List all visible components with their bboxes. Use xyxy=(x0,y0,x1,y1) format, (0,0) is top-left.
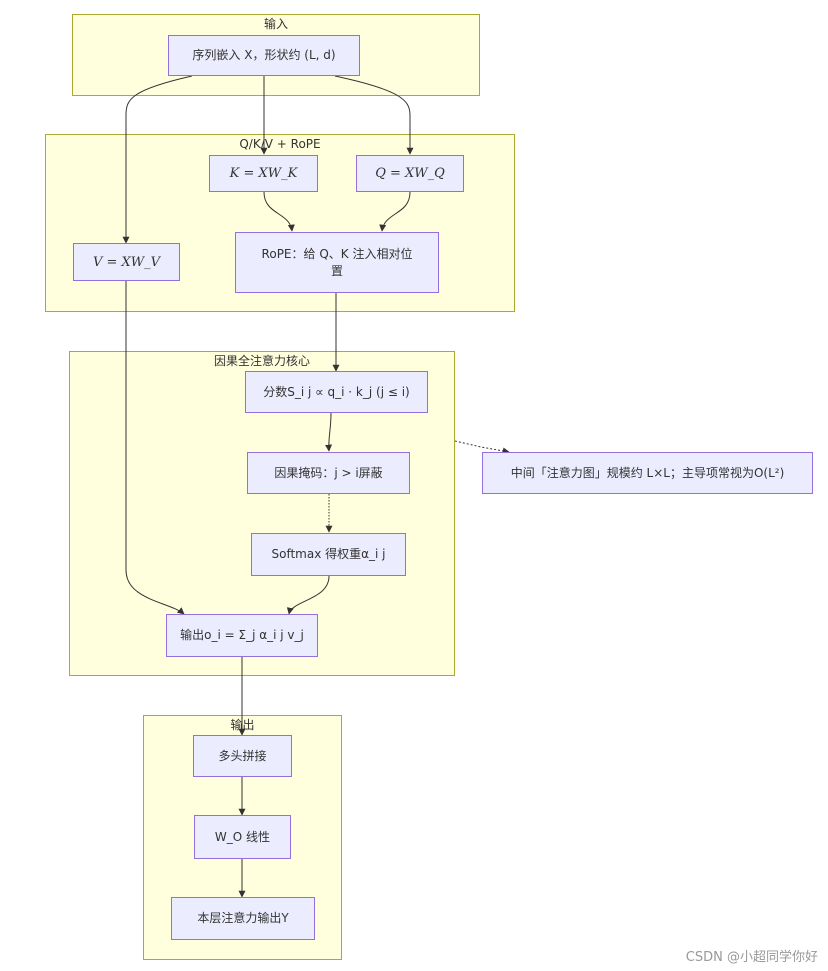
node-causal-mask: 因果掩码：j > i屏蔽 xyxy=(247,452,410,494)
node-seq-embedding: 序列嵌入 X，形状约 (L, d) xyxy=(168,35,360,76)
node-output-oi-label: 输出o_i = Σ_j α_i j v_j xyxy=(180,628,304,642)
node-k: K = XW_K xyxy=(209,155,318,192)
node-multihead-concat: 多头拼接 xyxy=(193,735,292,777)
node-rope: RoPE：给 Q、K 注入相对位置 xyxy=(235,232,439,293)
node-multihead-concat-label: 多头拼接 xyxy=(218,748,267,763)
node-q: Q = XW_Q xyxy=(356,155,464,192)
node-attention-map-note: 中间「注意力图」规模约 L×L；主导项常视为O(L²) xyxy=(482,452,813,494)
node-wo-linear: W_O 线性 xyxy=(194,815,291,859)
node-softmax-label: Softmax 得权重α_i j xyxy=(271,547,386,561)
edge-mask-to-note xyxy=(454,440,510,455)
node-score-label: 分数S_i j ∝ q_i · k_j (j ≤ i) xyxy=(263,384,410,399)
node-q-label: Q = XW_Q xyxy=(375,166,445,181)
node-final-output-label: 本层注意力输出Y xyxy=(197,911,289,925)
node-output-oi: 输出o_i = Σ_j α_i j v_j xyxy=(166,614,318,657)
node-attention-map-note-label: 中间「注意力图」规模约 L×L；主导项常视为O(L²) xyxy=(510,465,785,480)
node-seq-embedding-label: 序列嵌入 X，形状约 (L, d) xyxy=(192,48,336,62)
node-k-label: K = XW_K xyxy=(229,166,298,181)
node-wo-linear-label: W_O 线性 xyxy=(214,829,271,844)
watermark: CSDN @小超同学你好 xyxy=(685,950,818,965)
group-input-title: 输入 xyxy=(263,17,288,31)
node-softmax: Softmax 得权重α_i j xyxy=(251,533,406,576)
node-score: 分数S_i j ∝ q_i · k_j (j ≤ i) xyxy=(245,371,428,413)
group-core-title: 因果全注意力核心 xyxy=(213,354,310,368)
node-causal-mask-label: 因果掩码：j > i屏蔽 xyxy=(274,465,383,480)
node-rope-label: RoPE：给 Q、K 注入相对位置 xyxy=(261,246,413,278)
node-v-label: V = XW_V xyxy=(92,254,161,270)
node-final-output: 本层注意力输出Y xyxy=(171,897,315,940)
group-qkv-title: Q/K/V + RoPE xyxy=(239,137,321,151)
group-output-title: 输出 xyxy=(230,718,255,732)
node-v: V = XW_V xyxy=(73,243,180,281)
